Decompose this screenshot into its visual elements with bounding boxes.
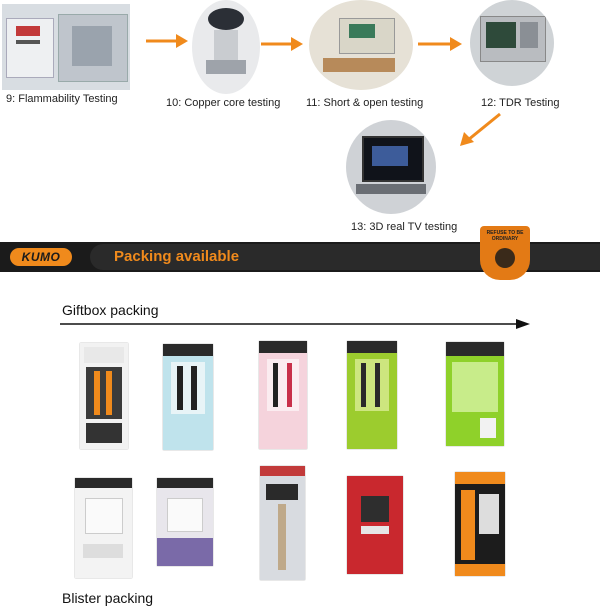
- banner-title: Packing available: [114, 248, 240, 265]
- giftbox-package-blue: [163, 344, 213, 450]
- blister-package-red: [347, 476, 403, 574]
- giftbox-package-green: [347, 341, 397, 449]
- test-caption-short-open: 11: Short & open testing: [306, 97, 424, 109]
- arrow-right-icon: [146, 34, 188, 48]
- test-caption-copper-core: 10: Copper core testing: [166, 97, 281, 109]
- giftbox-package-lime: [446, 342, 504, 446]
- blister-package-purple: [157, 478, 213, 566]
- tdr-tester-photo: [470, 0, 554, 86]
- test-caption-flammability: 9: Flammability Testing: [6, 93, 118, 105]
- copper-core-tester-photo: [192, 0, 260, 94]
- blister-package-black: [455, 472, 505, 576]
- short-open-tester-photo: [309, 0, 413, 90]
- giftbox-package-pink: [259, 341, 307, 449]
- test-caption-tdr: 12: TDR Testing: [481, 97, 560, 109]
- kumo-logo: KUMO: [10, 248, 72, 266]
- giftbox-title: Giftbox packing: [62, 302, 159, 318]
- blister-package-white: [75, 478, 132, 578]
- test-caption-3d-tv: 13: 3D real TV testing: [351, 221, 458, 233]
- blister-title: Blister packing: [62, 590, 154, 606]
- arrow-right-icon: [261, 37, 303, 51]
- brand-badge-icon: REFUSE TO BE ORDINARY: [480, 226, 530, 280]
- arrow-down-left-icon: [460, 112, 501, 146]
- 3d-tv-tester-photo: [346, 120, 436, 214]
- giftbox-package-orange: [80, 343, 128, 449]
- arrow-right-icon: [418, 37, 462, 51]
- blister-package-hdmi: [260, 466, 305, 580]
- long-arrow-right-icon: [60, 319, 530, 329]
- flammability-tester-photo: [2, 4, 130, 90]
